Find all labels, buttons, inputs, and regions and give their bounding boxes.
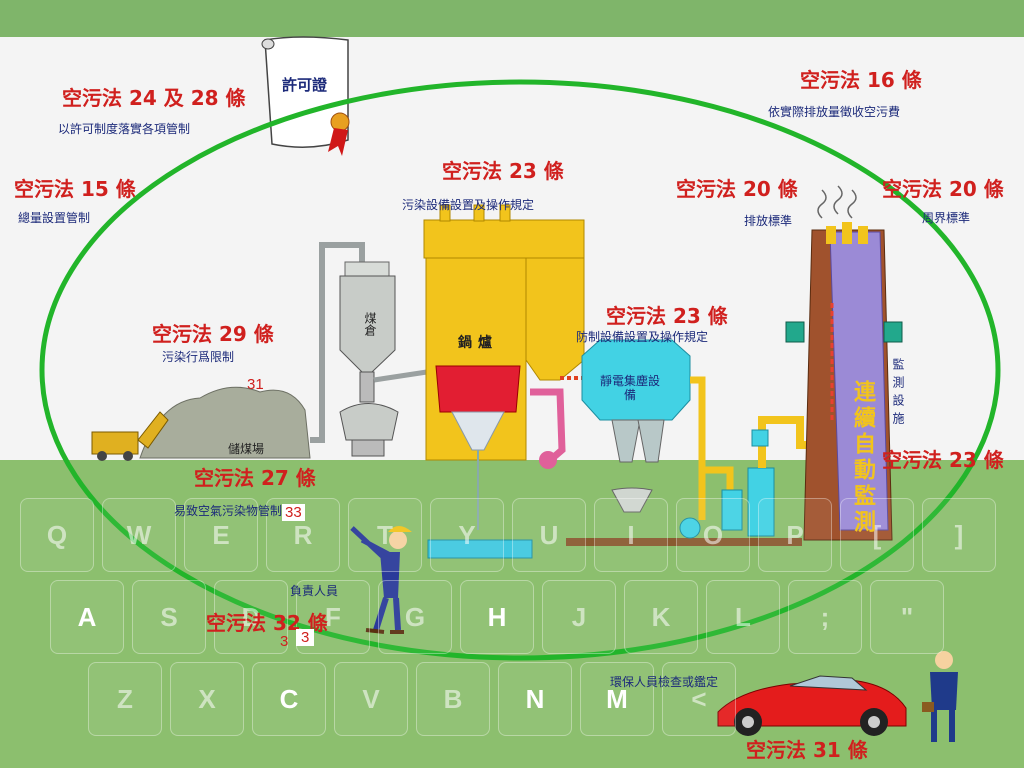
keyboard-key[interactable]: E — [184, 498, 258, 572]
law-16-title: 空污法 16 條 — [800, 68, 922, 92]
boiler-label: 鍋爐 — [458, 335, 498, 351]
law-24-28-title: 空污法 24 及 28 條 — [62, 86, 246, 110]
keyboard-key[interactable]: H — [460, 580, 534, 654]
boiler-icon — [423, 204, 600, 559]
permit-scroll-icon — [261, 36, 350, 156]
law-20b-title: 空污法 20 條 — [882, 177, 1004, 201]
keyboard-key[interactable]: G — [378, 580, 452, 654]
keyboard-key[interactable]: C — [252, 662, 326, 736]
coal-yard-icon — [91, 386, 311, 461]
annotation-tag: 3 — [280, 633, 289, 650]
keyboard-key[interactable]: B — [416, 662, 490, 736]
keyboard-key[interactable]: M — [580, 662, 654, 736]
worker-label: 負責人員 — [290, 584, 339, 598]
stack-label: 連續自動監測 — [850, 380, 875, 536]
keyboard-key[interactable]: V — [334, 662, 408, 736]
law-27-title: 空污法 27 條 — [194, 466, 316, 490]
keyboard-key[interactable]: D — [214, 580, 288, 654]
keyboard-key[interactable]: ] — [922, 498, 996, 572]
law-16-note: 依實際排放量徵收空污費 — [768, 105, 901, 119]
coal-silo-icon — [339, 261, 441, 457]
keyboard-key[interactable]: Q — [20, 498, 94, 572]
monitor-label: 監測設施 — [891, 358, 905, 430]
annotation-tag: 3 — [296, 629, 315, 646]
law-29-note: 污染行爲限制 — [162, 350, 235, 364]
keyboard-key[interactable]: O — [676, 498, 750, 572]
law-24-28-note: 以許可制度落實各項管制 — [58, 122, 191, 136]
keyboard-key[interactable]: [ — [840, 498, 914, 572]
law-29-title: 空污法 29 條 — [152, 322, 274, 346]
annotation-tag: 31 — [247, 376, 264, 393]
law-20a-note: 排放標準 — [744, 214, 793, 228]
permit-label: 許可證 — [282, 76, 328, 94]
keyboard-key[interactable]: N — [498, 662, 572, 736]
keyboard-key[interactable]: " — [870, 580, 944, 654]
law-31-title: 空污法 31 條 — [746, 738, 868, 762]
keyboard-key[interactable]: I — [594, 498, 668, 572]
keyboard-key[interactable]: U — [512, 498, 586, 572]
worker-icon — [350, 526, 412, 634]
annotation-tag: 33 — [282, 504, 305, 521]
keyboard-key[interactable]: J — [542, 580, 616, 654]
top-bar — [0, 0, 1024, 37]
keyboard-key[interactable]: Y — [430, 498, 504, 572]
law-23b-note: 防制設備設置及操作規定 — [576, 330, 709, 344]
precipitator-label: 靜電集塵設備 — [600, 374, 661, 402]
keyboard-key[interactable]: Z — [88, 662, 162, 736]
law-23a-title: 空污法 23 條 — [442, 159, 564, 183]
inspector-icon — [922, 651, 958, 742]
law-23a-note: 污染設備設置及操作規定 — [402, 198, 535, 212]
law-20a-title: 空污法 20 條 — [676, 177, 798, 201]
law-15-note: 總量設置管制 — [18, 211, 91, 225]
coal-silo-label: 煤倉 — [363, 312, 377, 336]
keyboard-key[interactable]: ; — [788, 580, 862, 654]
law-23c-title: 空污法 23 條 — [882, 448, 1004, 472]
keyboard-key[interactable]: L — [706, 580, 780, 654]
control-boundary-ring — [39, 79, 1001, 661]
keyboard-key[interactable]: S — [132, 580, 206, 654]
law-23b-title: 空污法 23 條 — [606, 304, 728, 328]
inspector-label: 環保人員檢查或鑑定 — [610, 675, 719, 689]
keyboard-key[interactable]: P — [758, 498, 832, 572]
keyboard-key[interactable]: X — [170, 662, 244, 736]
keyboard-key[interactable]: K — [624, 580, 698, 654]
sports-car-icon — [717, 675, 907, 736]
law-27-note: 易致空氣污染物管制 — [174, 504, 283, 518]
keyboard-key[interactable]: A — [50, 580, 124, 654]
coal-yard-label: 儲煤場 — [228, 442, 265, 456]
law-20b-note: 周界標準 — [922, 211, 971, 225]
keyboard-key[interactable]: < — [662, 662, 736, 736]
keyboard-key[interactable]: W — [102, 498, 176, 572]
chimney-stack-icon — [785, 185, 903, 541]
law-15-title: 空污法 15 條 — [14, 177, 136, 201]
keyboard-key[interactable]: T — [348, 498, 422, 572]
